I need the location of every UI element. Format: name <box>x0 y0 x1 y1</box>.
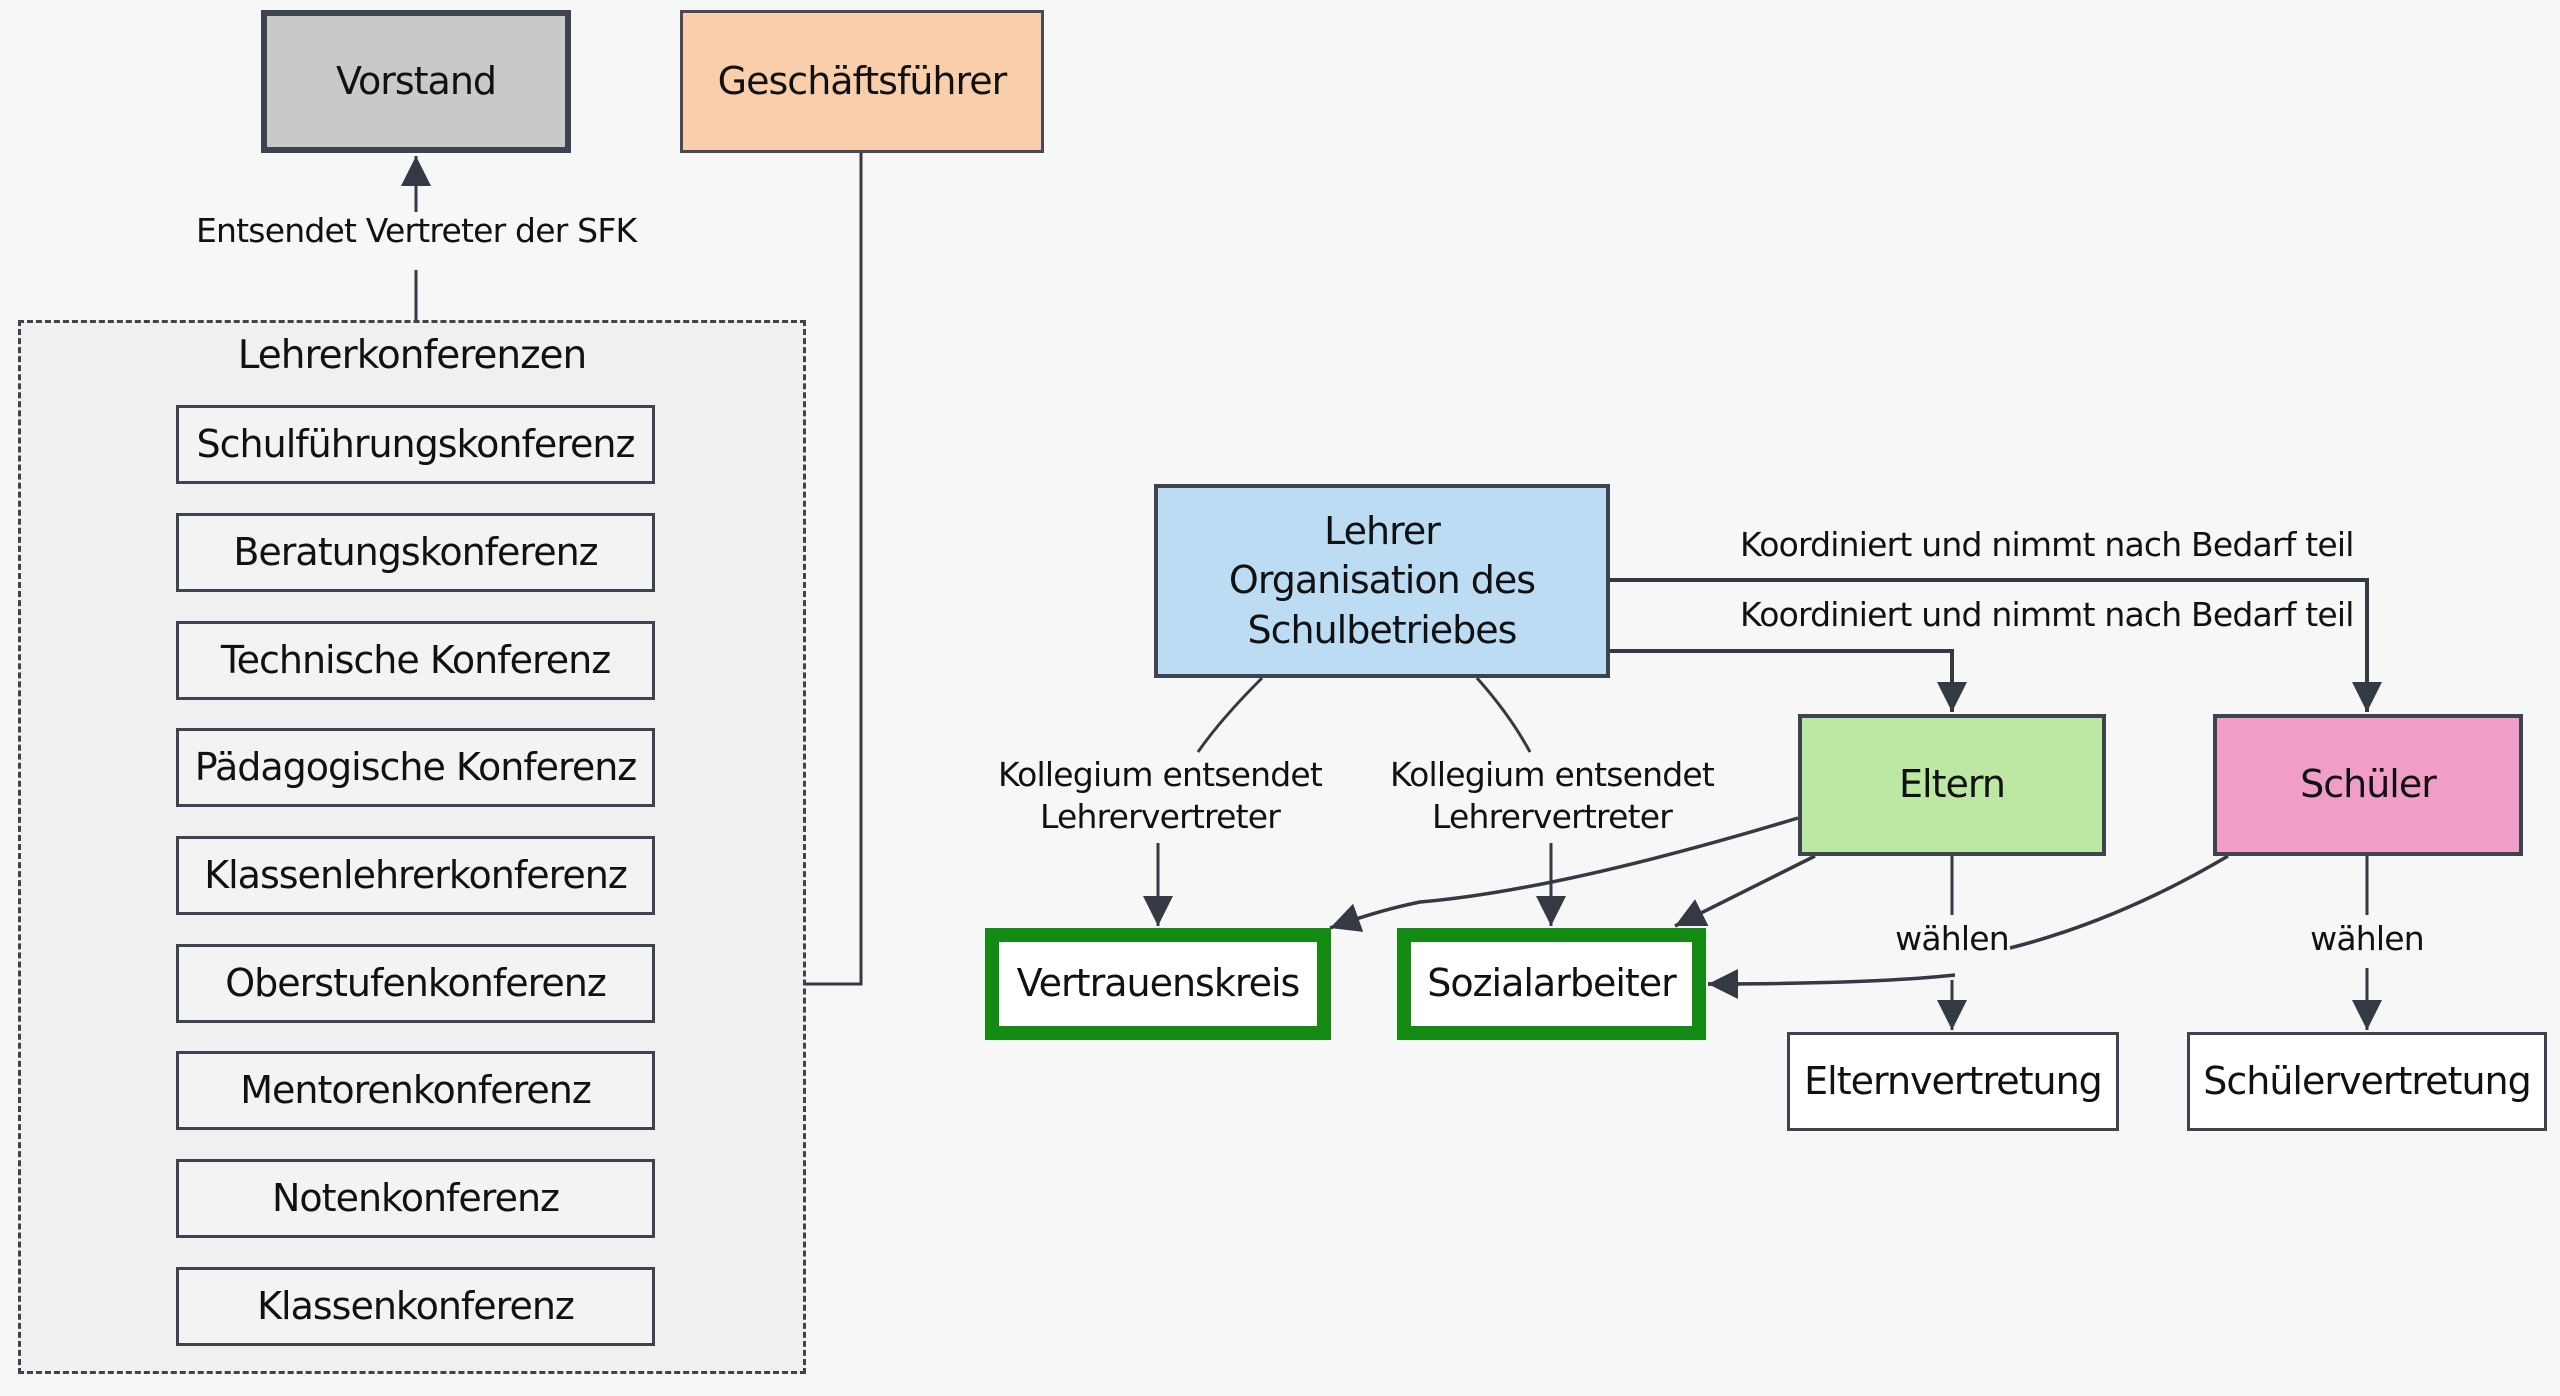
edge-label-sfk: Entsendet Vertreter der SFK <box>196 211 637 250</box>
edge-label-kollegium-1-line-1: Kollegium entsendet <box>997 755 1323 794</box>
node-eltern: Eltern <box>1798 714 2106 856</box>
node-geschaeftsfuehrer: Geschäftsführer <box>680 10 1044 153</box>
node-elternvertretung: Elternvertretung <box>1787 1032 2119 1131</box>
conference-oberstufenkonferenz: Oberstufenkonferenz <box>176 944 655 1023</box>
conference-label: Klassenkonferenz <box>257 1283 575 1328</box>
conference-label: Beratungskonferenz <box>233 529 598 574</box>
node-geschaeftsfuehrer-label: Geschäftsführer <box>717 58 1008 103</box>
conference-label: Notenkonferenz <box>272 1175 560 1220</box>
node-lehrer-line-2: Organisation des <box>1228 558 1536 603</box>
edge-label-koordiniert-1: Koordiniert und nimmt nach Bedarf teil <box>1740 525 2354 564</box>
conference-mentorenkonferenz: Mentorenkonferenz <box>176 1051 655 1130</box>
edge-label-waehlen-schueler: wählen <box>2310 919 2425 958</box>
node-schueler: Schüler <box>2213 714 2523 856</box>
node-lehrer-line-1: Lehrer <box>1324 508 1441 553</box>
edge-label-waehlen-eltern: wählen <box>1895 919 2010 958</box>
node-vorstand-label: Vorstand <box>335 58 497 103</box>
edge-eltern-to-sozialarbeiter <box>1674 854 1816 928</box>
node-lehrer-line-3: Schulbetriebes <box>1247 607 1517 652</box>
node-elternvertretung-label: Elternvertretung <box>1804 1058 2103 1103</box>
node-lehrer: Lehrer Organisation des Schulbetriebes <box>1154 484 1610 678</box>
conference-beratungskonferenz: Beratungskonferenz <box>176 513 655 592</box>
lehrerkonferenzen-title: Lehrerkonferenzen <box>237 333 588 378</box>
conference-notenkonferenz: Notenkonferenz <box>176 1159 655 1238</box>
node-vertrauenskreis-label: Vertrauenskreis <box>1016 961 1301 1006</box>
conference-label: Oberstufenkonferenz <box>225 960 607 1005</box>
conference-technische-konferenz: Technische Konferenz <box>176 621 655 700</box>
node-vorstand: Vorstand <box>261 10 571 153</box>
edge-label-kollegium-2-line-1: Kollegium entsendet <box>1389 755 1715 794</box>
node-schueler-label: Schüler <box>2300 762 2437 807</box>
node-sozialarbeiter: Sozialarbeiter <box>1397 928 1706 1040</box>
conference-label: Klassenlehrerkonferenz <box>204 852 628 897</box>
conference-klassenkonferenz: Klassenkonferenz <box>176 1267 655 1346</box>
node-schuelervertretung: Schülervertretung <box>2187 1032 2547 1131</box>
edge-lehrer-to-eltern <box>1610 649 1967 712</box>
edge-label-kollegium-2-line-2: Lehrervertreter <box>1431 797 1673 837</box>
conference-label: Technische Konferenz <box>220 637 611 682</box>
node-schuelervertretung-label: Schülervertretung <box>2203 1058 2531 1103</box>
conference-label: Pädagogische Konferenz <box>194 744 637 789</box>
conference-label: Mentorenkonferenz <box>240 1067 592 1112</box>
node-eltern-label: Eltern <box>1899 762 2006 807</box>
conference-schulfuehrungskonferenz: Schulführungskonferenz <box>176 405 655 484</box>
node-sozialarbeiter-label: Sozialarbeiter <box>1427 961 1677 1006</box>
edge-label-kollegium-1-line-2: Lehrervertreter <box>1039 797 1281 837</box>
conference-label: Schulführungskonferenz <box>196 421 636 466</box>
conference-paedagogische-konferenz: Pädagogische Konferenz <box>176 728 655 807</box>
edge-lehrer-to-kollegium-label-1 <box>1196 676 1264 753</box>
conference-klassenlehrerkonferenz: Klassenlehrerkonferenz <box>176 836 655 915</box>
edge-label-koordiniert-2: Koordiniert und nimmt nach Bedarf teil <box>1740 595 2354 634</box>
edge-label-kollegium-2: Kollegium entsendet Lehrervertreter <box>1382 754 1722 838</box>
node-vertrauenskreis: Vertrauenskreis <box>985 928 1331 1040</box>
edge-lehrer-to-kollegium-label-2 <box>1475 677 1532 753</box>
edge-label-kollegium-1: Kollegium entsendet Lehrervertreter <box>990 754 1330 838</box>
